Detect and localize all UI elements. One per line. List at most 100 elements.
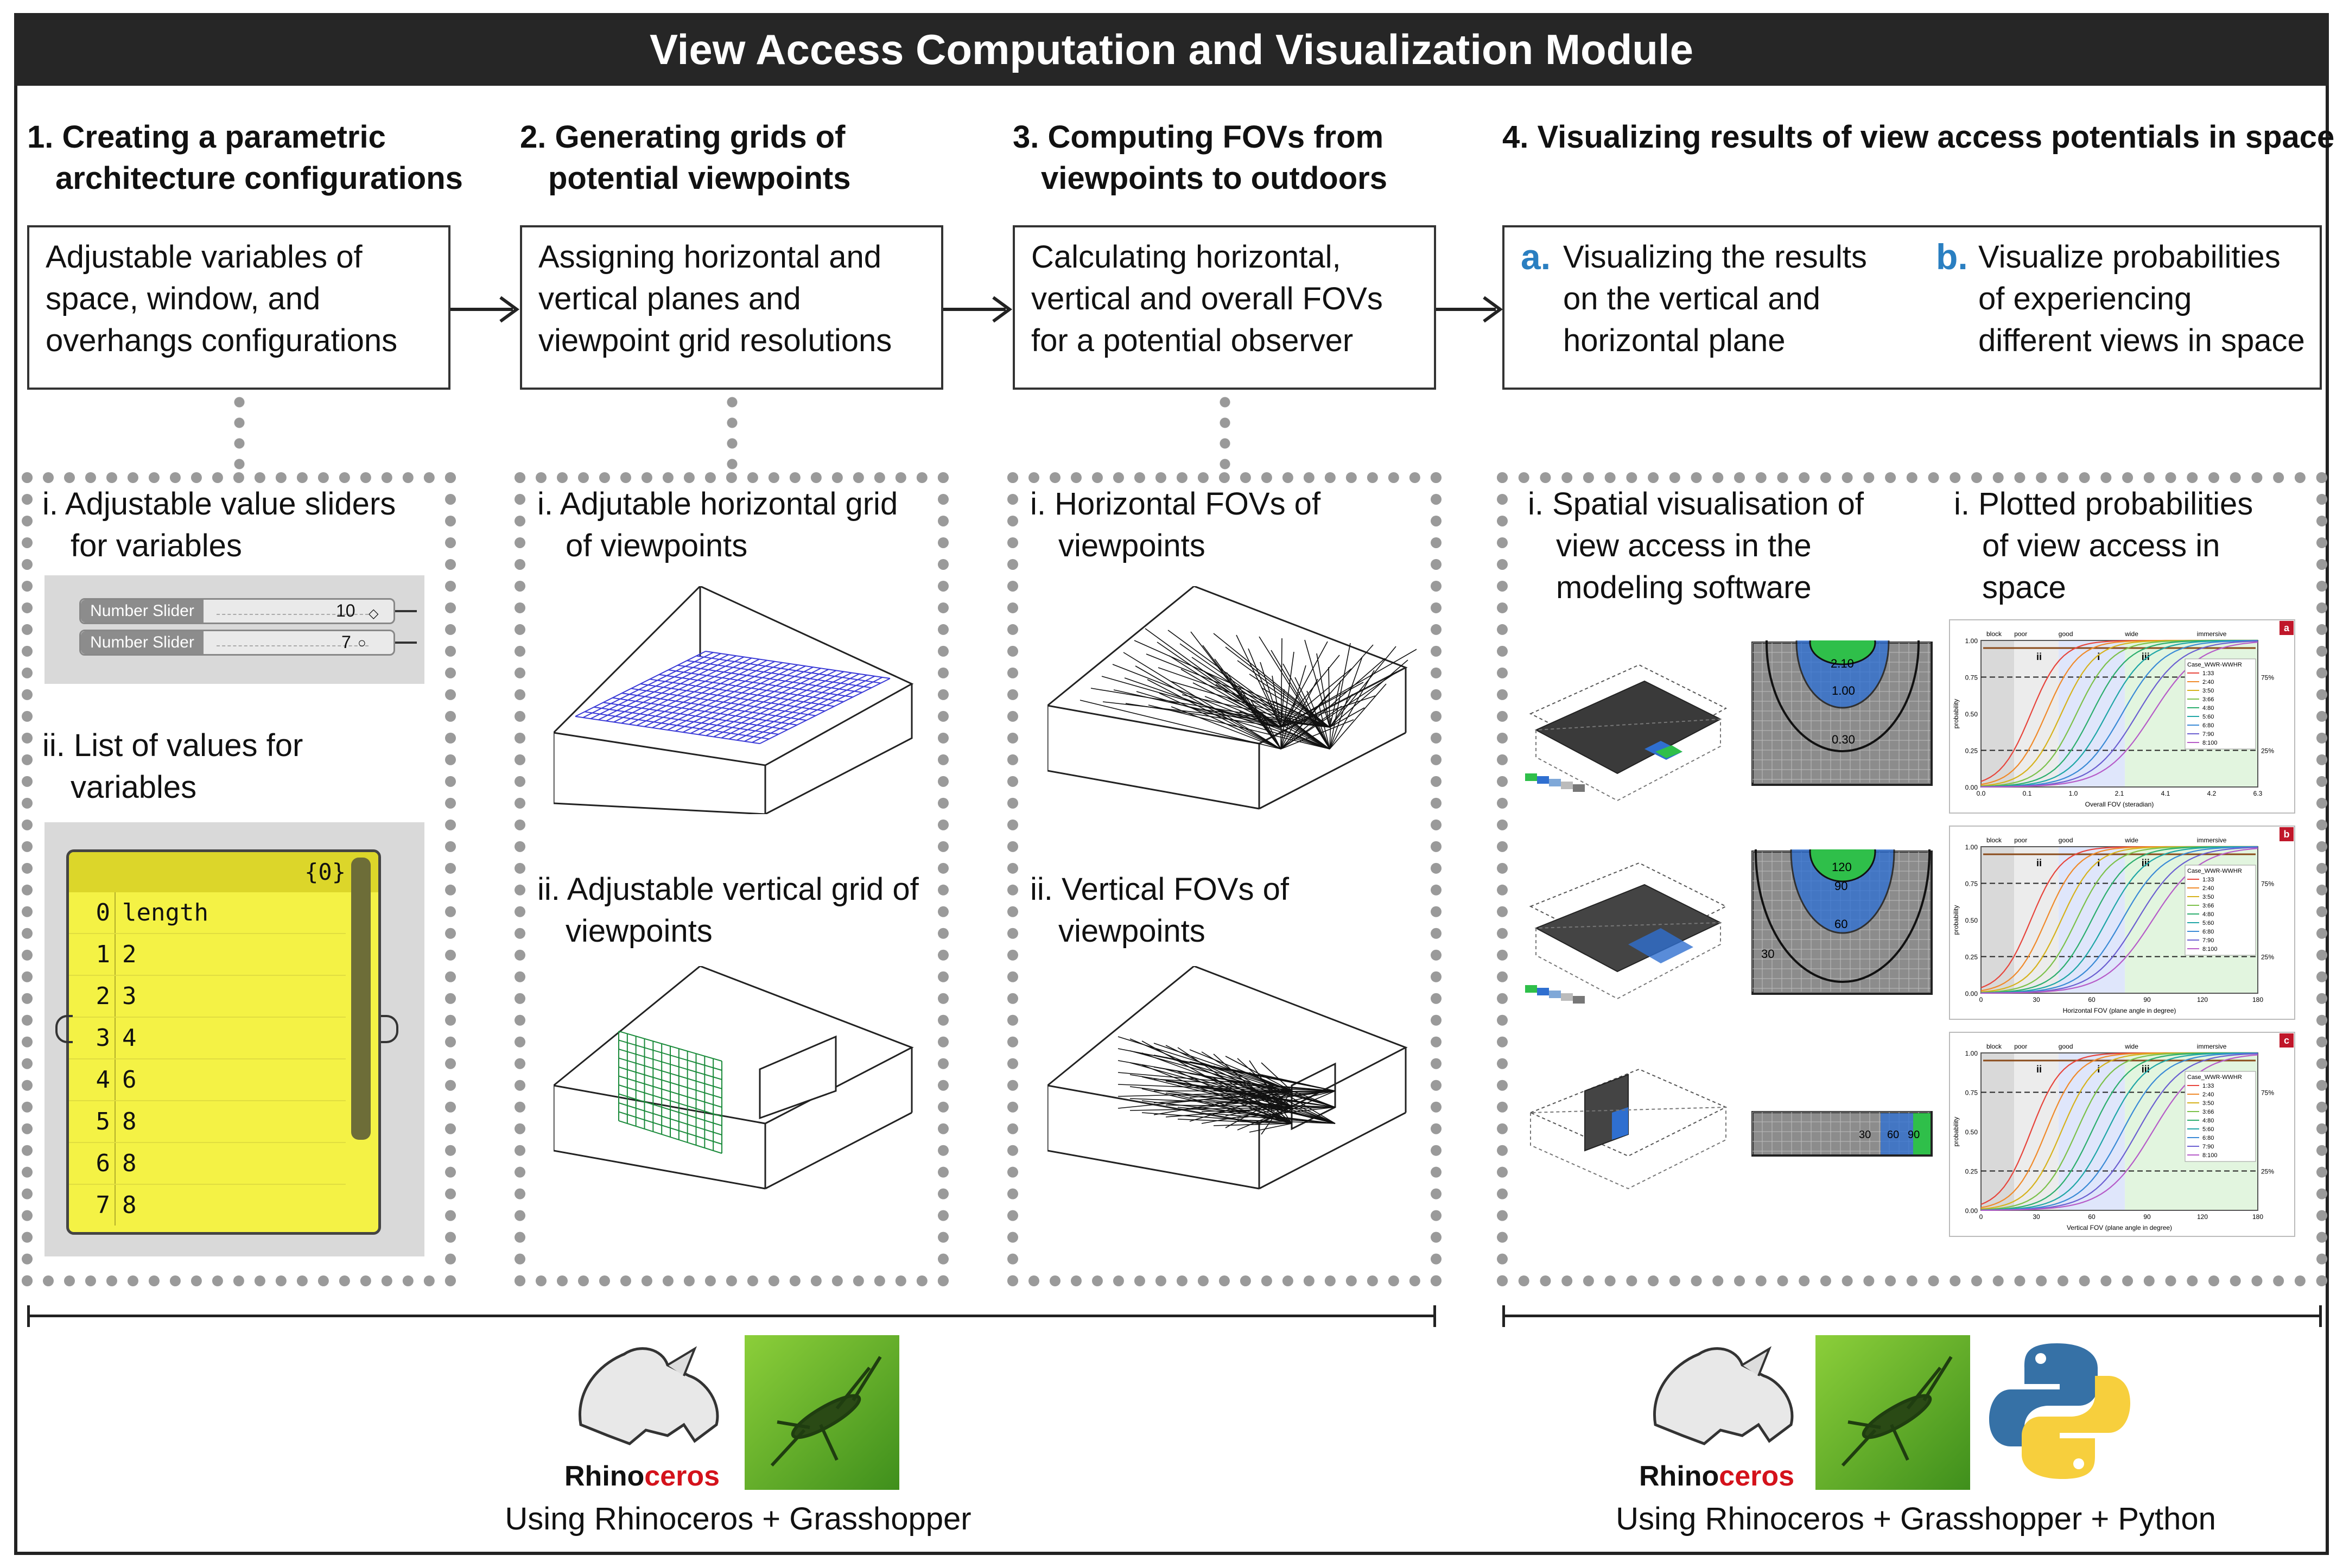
list-scrollbar[interactable]: [351, 858, 371, 1140]
step2-box-line: viewpoint grid resolutions: [538, 323, 892, 358]
panel1-ii-line: variables: [71, 770, 197, 805]
number-slider-2[interactable]: Number Slider 7 ○: [79, 630, 395, 656]
step2-box-line: vertical planes and: [538, 281, 801, 316]
rhino-text-red: ceros: [644, 1461, 720, 1492]
list-header: {0}: [69, 852, 378, 892]
slider-label: Number Slider: [81, 600, 204, 623]
horizontal-grid-diagram: [554, 586, 914, 814]
step4-sub-b: b. Visualize probabilities of experienci…: [1936, 236, 2305, 358]
series-line: [1981, 642, 2258, 788]
step1-heading: 1. Creating a parametric architecture co…: [27, 117, 463, 199]
contour-plan-b: 120 90 60 30: [1751, 849, 1933, 995]
vertical-grid-diagram: [554, 966, 914, 1190]
zone-band: [2014, 1053, 2059, 1210]
y-tick-label: 0.00: [1965, 784, 1978, 791]
contour-label: 60: [1834, 917, 1847, 931]
step1-heading-line1: 1. Creating a parametric: [27, 119, 386, 155]
x-axis-label: Overall FOV (steradian): [2085, 801, 2154, 808]
x-tick-label: 120: [2197, 1213, 2208, 1221]
legend-entry: 3:66: [2202, 903, 2214, 909]
panel2-ii-line: ii. Adjustable vertical grid of: [537, 872, 919, 907]
chart-letter: c: [2284, 1035, 2289, 1046]
panel4-i-line: modeling software: [1556, 570, 1812, 605]
legend-entry: 1:33: [2202, 670, 2214, 677]
contour-label: 1.00: [1832, 684, 1855, 697]
sub-a-letter: a.: [1521, 237, 1551, 277]
rhino-icon: [579, 1346, 719, 1445]
number-slider-1[interactable]: Number Slider 10 ◇: [79, 598, 395, 624]
percentile-label: 75%: [2261, 880, 2274, 888]
slider-track[interactable]: [217, 645, 369, 646]
percentile-label: 25%: [2261, 1168, 2274, 1176]
slider-track[interactable]: [217, 614, 369, 615]
x-tick-label: 90: [2143, 1213, 2151, 1221]
y-axis-label: probability: [1952, 1117, 1960, 1147]
zone-label: immersive: [2197, 1043, 2227, 1050]
panel-1: [22, 472, 456, 1286]
x-tick-label: 0.0: [1977, 790, 1986, 797]
y-tick-label: 0.75: [1965, 1089, 1978, 1097]
legend-box: [2185, 865, 2256, 956]
step1-box-line: space, window, and: [46, 281, 321, 316]
slider-canvas: Number Slider 10 ◇ Number Slider 7 ○: [45, 575, 424, 684]
connector-dots-1: [233, 392, 245, 473]
figure-title: View Access Computation and Visualizatio…: [14, 13, 2329, 86]
x-tick-label: 90: [2143, 996, 2151, 1004]
x-tick-label: 1.0: [2069, 790, 2078, 797]
step4-box: a. Visualizing the results on the vertic…: [1502, 225, 2322, 390]
panel2-i-line: of viewpoints: [566, 528, 748, 563]
percentile-label: 25%: [2261, 954, 2274, 961]
sub-b-line: Visualize probabilities: [1978, 239, 2281, 275]
list-input-port[interactable]: [55, 1015, 73, 1043]
rhino-text-red: ceros: [1719, 1461, 1795, 1492]
x-tick-label: 60: [2088, 996, 2096, 1004]
y-tick-label: 0.25: [1965, 954, 1978, 961]
horizontal-viewpoint-grid: [575, 651, 891, 744]
y-tick-label: 0.50: [1965, 1128, 1978, 1136]
legend-entry: 3:66: [2202, 696, 2214, 703]
slider-handle-icon[interactable]: ○: [358, 634, 366, 651]
legend-entry: 7:90: [2202, 937, 2214, 944]
slider-handle-icon[interactable]: ◇: [369, 606, 379, 621]
legend-entry: 3:50: [2202, 1100, 2214, 1107]
python-icon: [1989, 1343, 2130, 1479]
python-logo: [1986, 1338, 2133, 1484]
legend-entry: 4:80: [2202, 1118, 2214, 1124]
percentile-label: 75%: [2261, 674, 2274, 682]
panel2-ii-label: ii. Adjustable vertical grid of viewpoin…: [537, 868, 919, 952]
legend-entry: Case_WWR-WWHR: [2187, 662, 2242, 668]
connector-dots-2: [726, 392, 738, 473]
x-tick-label: 0: [1979, 1213, 1983, 1221]
legend-entry: 4:80: [2202, 911, 2214, 918]
panel4-i-line: view access in the: [1556, 528, 1812, 563]
list-output-port[interactable]: [381, 1015, 398, 1043]
y-tick-label: 0.00: [1965, 990, 1978, 998]
step3-heading: 3. Computing FOVs from viewpoints to out…: [1013, 117, 1387, 199]
chart-letter: a: [2284, 623, 2290, 633]
contour-label: 30: [1859, 1129, 1871, 1141]
y-tick-label: 1.00: [1965, 637, 1978, 645]
sub-b-letter: b.: [1936, 237, 1968, 277]
zone-label: block: [1986, 1043, 2002, 1050]
legend-entry: Case_WWR-WWHR: [2187, 868, 2242, 874]
x-tick-label: 2.1: [2115, 790, 2124, 797]
legend-entry: 2:40: [2202, 679, 2214, 685]
connector-dots-3: [1219, 392, 1231, 473]
legend-entry: 8:100: [2202, 740, 2218, 746]
panel-4: [1497, 472, 2327, 1286]
series-line: [1980, 640, 2258, 788]
zone-label: immersive: [2197, 630, 2227, 638]
step1-box: Adjustable variables of space, window, a…: [27, 225, 450, 390]
zone-band: [1981, 847, 2015, 993]
step2-box-line: Assigning horizontal and: [538, 239, 881, 275]
zone-mark: iii: [2142, 1064, 2150, 1075]
